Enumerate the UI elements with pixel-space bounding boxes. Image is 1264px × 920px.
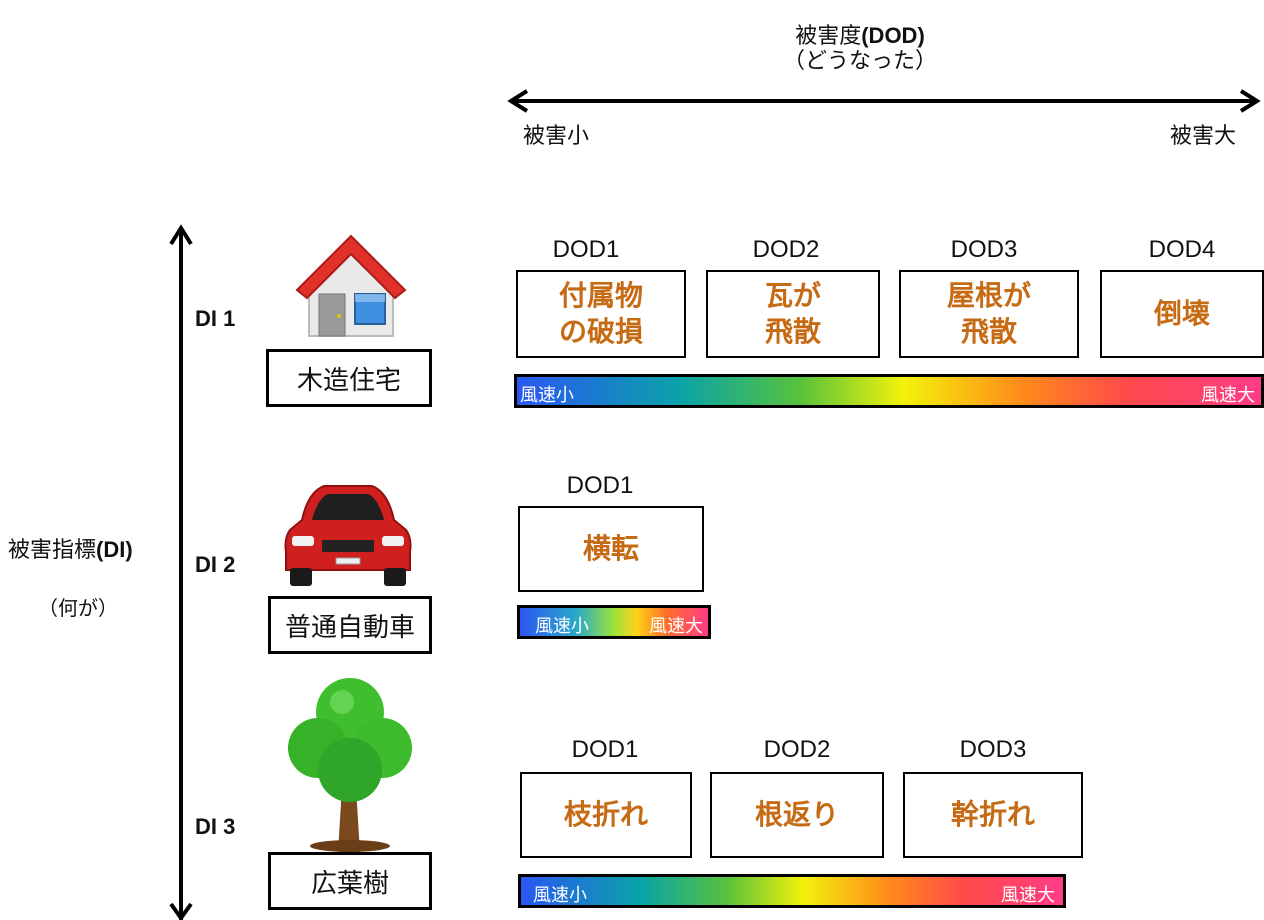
row1-wind-scale: 風速小 風速大: [514, 374, 1264, 408]
vertical-axis-arrow: [169, 224, 193, 920]
row1-dod4-box: 倒壊: [1100, 270, 1264, 358]
house-icon: [295, 234, 407, 337]
dod-axis-title: 被害度(DOD): [795, 23, 925, 49]
di-2-name: 普通自動車: [268, 596, 432, 654]
di-2-id: DI 2: [195, 552, 236, 577]
di-3-name: 広葉樹: [268, 852, 432, 910]
row2-dod1-label: DOD1: [566, 472, 634, 499]
row1-wind-high: 風速大: [1201, 385, 1255, 406]
di-axis-title: 被害指標(DI): [8, 537, 133, 563]
row3-wind-scale: 風速小 風速大: [518, 874, 1066, 908]
car-icon: [284, 485, 412, 586]
row3-dod3-box: 幹折れ: [903, 772, 1083, 858]
row2-wind-low: 風速小: [535, 616, 589, 637]
row1-dod2-label: DOD2: [752, 236, 820, 263]
row3-dod3-label: DOD3: [959, 736, 1027, 763]
row1-dod1-box: 付属物 の破損: [516, 270, 686, 358]
di-1-name: 木造住宅: [266, 349, 432, 407]
damage-small-label: 被害小: [523, 124, 590, 149]
horizontal-axis-arrow: [507, 89, 1261, 113]
row1-dod3-box: 屋根が 飛散: [899, 270, 1079, 358]
row3-dod2-label: DOD2: [763, 736, 831, 763]
row2-dod1-box: 横転: [518, 506, 704, 592]
row3-dod1-box: 枝折れ: [520, 772, 692, 858]
row1-dod3-label: DOD3: [950, 236, 1018, 263]
row3-dod2-box: 根返り: [710, 772, 884, 858]
row3-dod1-label: DOD1: [571, 736, 639, 763]
row3-wind-high: 風速大: [1001, 885, 1055, 906]
tree-icon: [288, 678, 412, 852]
row1-dod1-label: DOD1: [552, 236, 620, 263]
di-1-id: DI 1: [195, 306, 236, 331]
row2-wind-scale: 風速小 風速大: [517, 605, 711, 639]
row1-dod4-label: DOD4: [1148, 236, 1216, 263]
damage-large-label: 被害大: [1170, 124, 1237, 149]
row3-wind-low: 風速小: [533, 885, 587, 906]
row1-wind-low: 風速小: [520, 385, 574, 406]
row2-wind-high: 風速大: [649, 616, 703, 637]
di-3-id: DI 3: [195, 814, 236, 839]
dod-axis-subtitle: （どうなった）: [782, 49, 937, 74]
di-axis-subtitle: （何が）: [38, 596, 118, 620]
row1-dod2-box: 瓦が 飛散: [706, 270, 880, 358]
